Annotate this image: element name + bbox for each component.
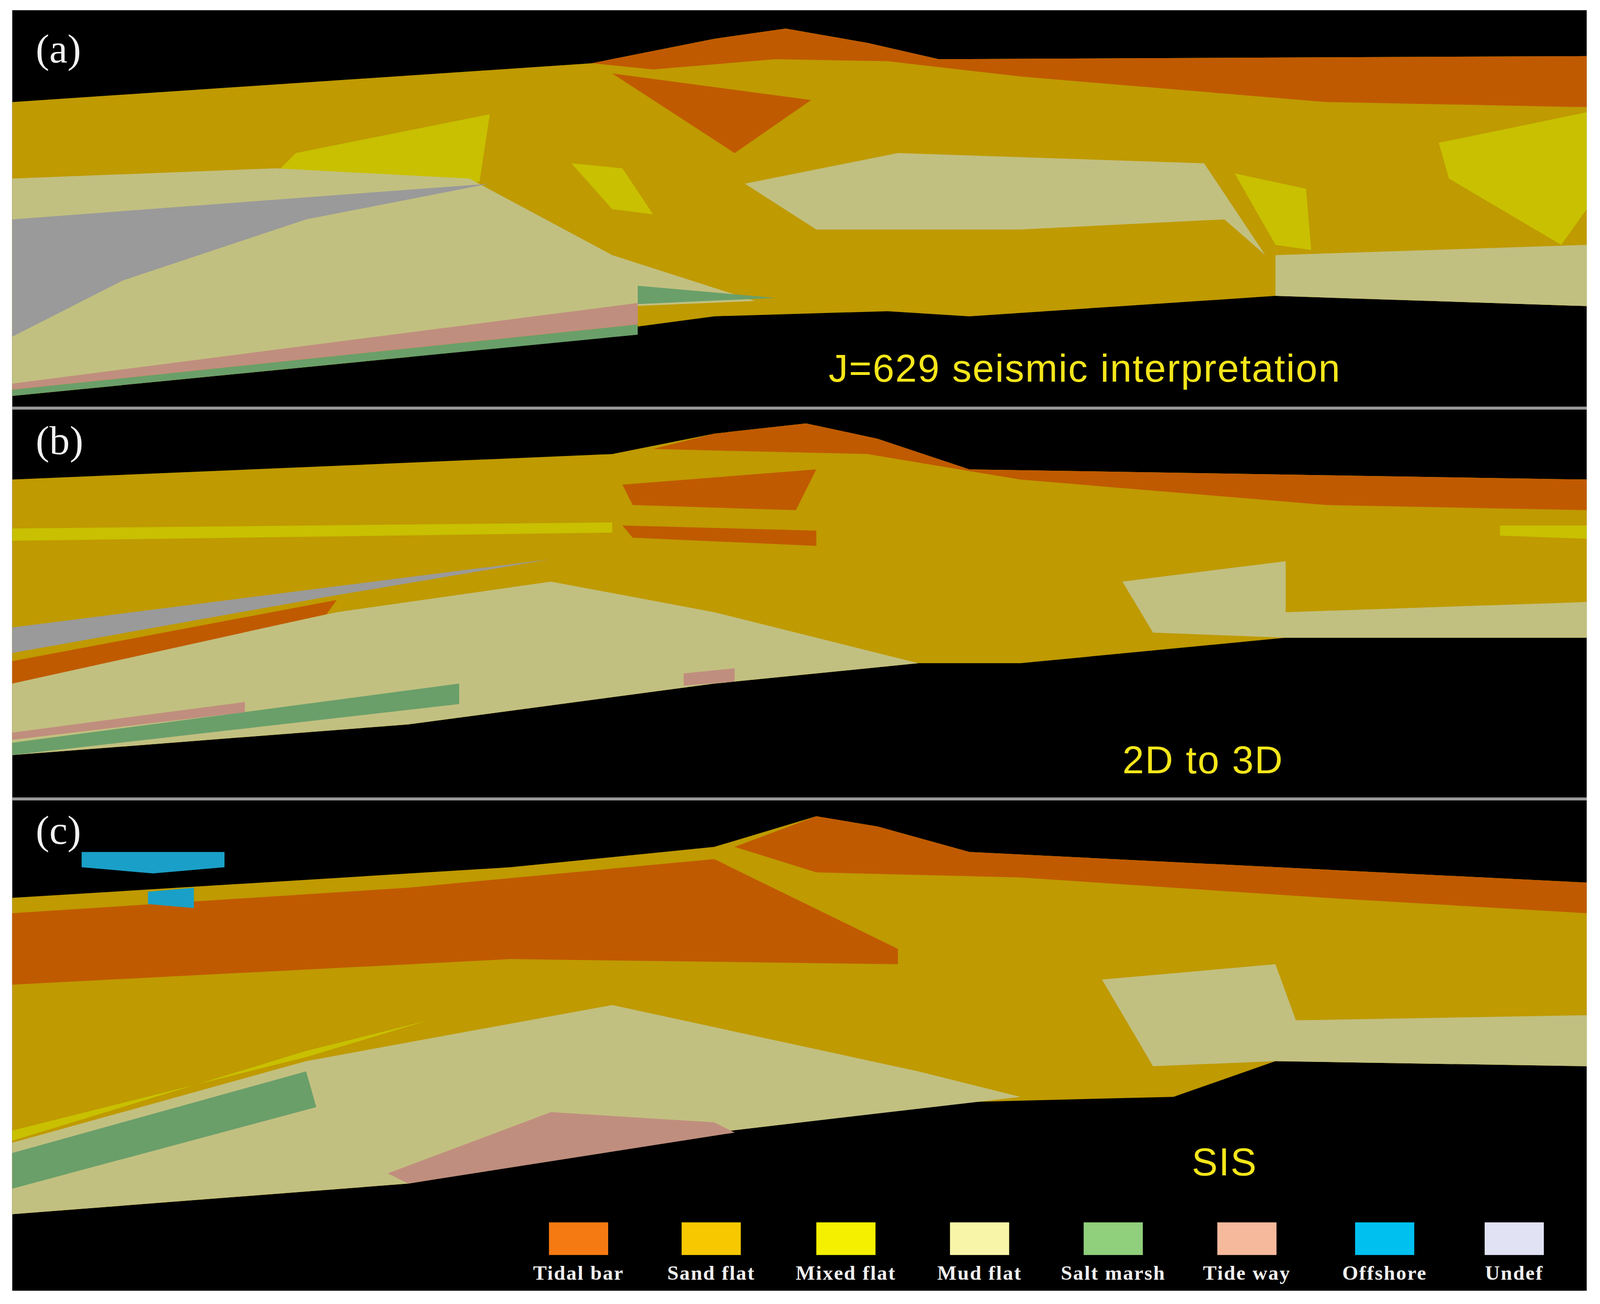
panel-divider	[12, 797, 1587, 801]
tide-way-area	[387, 1112, 735, 1184]
panel-letter: (c)	[35, 806, 82, 855]
salt-marsh-area	[12, 324, 638, 397]
panel-ground	[12, 10, 1587, 1292]
legend-label: Tidal bar	[532, 1261, 624, 1285]
legend-label: Tide way	[1202, 1261, 1291, 1285]
panel-caption: SIS	[1192, 1141, 1258, 1185]
legend-swatch	[681, 1222, 741, 1256]
tidal-bar-area	[12, 600, 337, 684]
section-c	[12, 816, 1587, 1215]
mud-flat-area	[12, 581, 919, 756]
panel-divider	[12, 406, 1587, 410]
legend-swatch	[1083, 1222, 1143, 1256]
section-b	[12, 423, 1587, 756]
legend-label: Sand flat	[667, 1261, 756, 1285]
legend-label: Mud flat	[937, 1261, 1022, 1285]
mixed-flat-area	[571, 163, 653, 215]
legend-swatch	[816, 1222, 876, 1256]
mud-flat-area	[744, 152, 1266, 255]
legend-label: Salt marsh	[1060, 1261, 1166, 1285]
tide-way-area	[683, 668, 735, 686]
mud-flat-area	[1275, 244, 1587, 306]
offshore-area	[147, 887, 194, 909]
salt-marsh-area	[12, 683, 460, 756]
mixed-flat-area	[1234, 173, 1312, 251]
sand-flat-area	[12, 423, 1587, 756]
legend-swatch	[1484, 1222, 1544, 1256]
mixed-flat-area	[12, 522, 613, 541]
legend-swatch	[1355, 1222, 1415, 1256]
panel-letter: (b)	[35, 416, 84, 465]
undef-area	[12, 183, 490, 337]
mud-flat-area	[1122, 561, 1587, 639]
sand-flat-area	[12, 816, 1587, 1215]
legend-swatch	[549, 1222, 609, 1256]
legend-label: Offshore	[1342, 1261, 1427, 1285]
legend-swatch	[1217, 1222, 1277, 1256]
panel-caption: 2D to 3D	[1122, 739, 1284, 784]
tide-way-area	[12, 303, 638, 390]
sand-flat-area	[12, 28, 1587, 397]
panel-caption: J=629 seismic interpretation	[828, 346, 1341, 391]
mud-flat-area	[12, 1005, 1021, 1215]
tidal-bar-area	[622, 525, 817, 547]
mixed-flat-area	[1438, 112, 1587, 245]
legend-label: Undef	[1485, 1261, 1544, 1285]
tidal-bar-area	[734, 816, 1587, 914]
tidal-bar-area	[622, 469, 817, 511]
mixed-flat-area	[1499, 525, 1587, 540]
salt-marsh-area	[12, 1071, 317, 1190]
tide-way-area	[12, 702, 245, 740]
section-a	[12, 28, 1587, 397]
mud-flat-area	[1101, 964, 1587, 1067]
tidal-bar-area	[612, 73, 812, 153]
panel-letter: (a)	[35, 24, 82, 73]
legend-label: Mixed flat	[795, 1261, 897, 1285]
offshore-area	[81, 852, 225, 874]
salt-marsh-area	[637, 285, 776, 305]
tidal-bar-area	[12, 859, 898, 985]
legend-swatch	[949, 1222, 1009, 1256]
